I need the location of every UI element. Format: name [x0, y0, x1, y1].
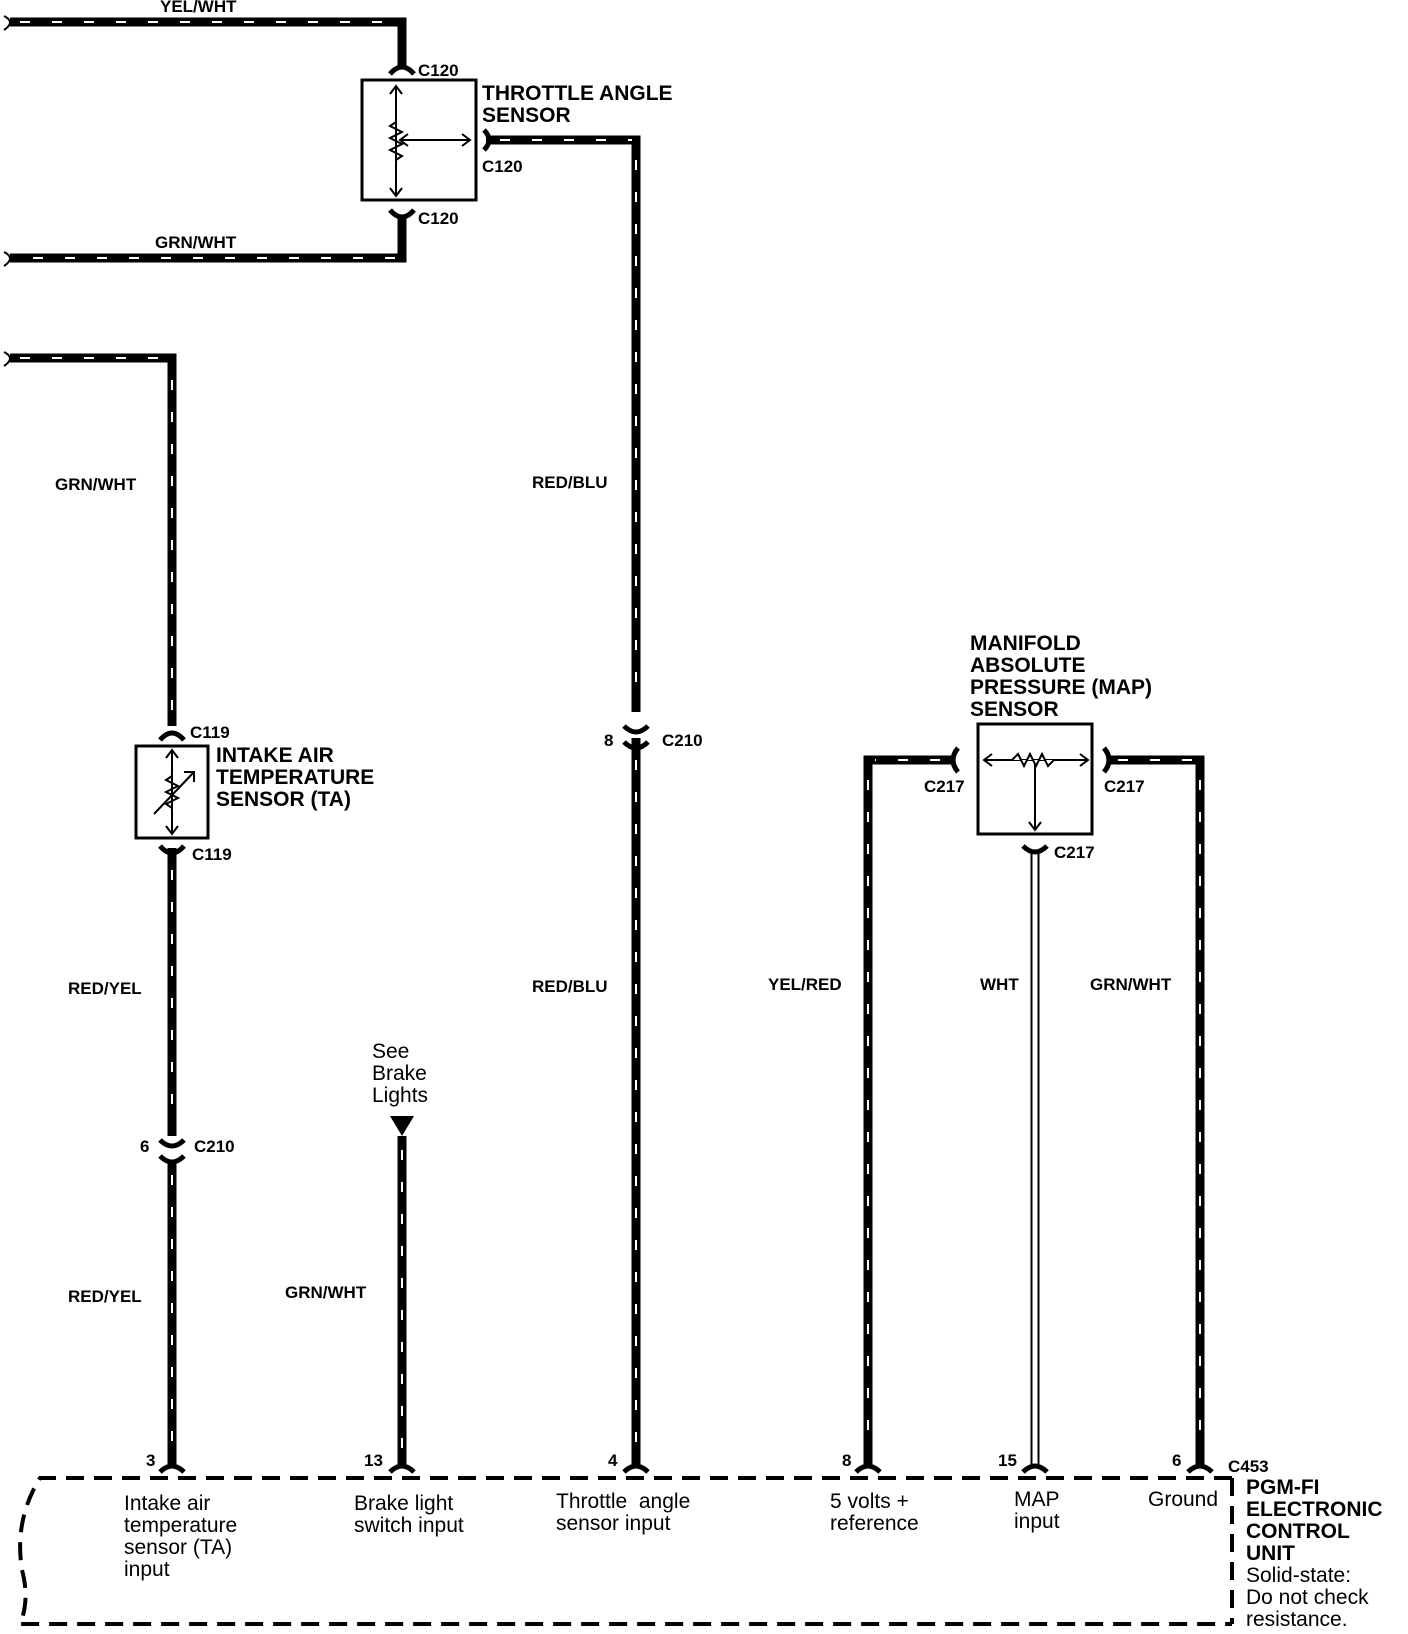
label-yel-red: YEL/RED — [768, 975, 842, 994]
pin-ground: 6 — [1172, 1451, 1181, 1470]
label-red-yel-upper: RED/YEL — [68, 979, 142, 998]
label-c120-right: C120 — [482, 157, 523, 176]
ecu-input-intake: Intake air temperature sensor (TA) input — [124, 1492, 243, 1581]
label-c119-top: C119 — [190, 723, 230, 742]
wire-grn-wht-left — [3, 351, 177, 726]
pin-brake: 13 — [364, 1451, 383, 1470]
label-red-blu-upper: RED/BLU — [532, 473, 608, 492]
map-sensor-title: MANIFOLD ABSOLUTE PRESSURE (MAP) SENSOR — [970, 632, 1158, 721]
wire-yel-wht-top — [3, 15, 407, 68]
brake-reference: See Brake Lights — [372, 1040, 433, 1107]
pin-intake: 3 — [146, 1451, 155, 1470]
label-c453: C453 — [1228, 1457, 1269, 1476]
wire-yel-red-ref — [863, 755, 952, 1464]
pin-c210-left: 6 — [140, 1137, 149, 1156]
wire-red-blu-throttle — [486, 135, 641, 712]
pin-throttle: 4 — [608, 1451, 618, 1470]
intake-air-temperature-sensor — [134, 744, 210, 840]
label-c120-bottom: C120 — [418, 209, 459, 228]
intake-sensor-title: INTAKE AIR TEMPERATURE SENSOR (TA) — [216, 744, 380, 811]
label-red-yel-lower: RED/YEL — [68, 1287, 142, 1306]
ecu-boundary — [17, 1476, 1234, 1626]
throttle-angle-sensor — [360, 78, 478, 202]
label-grn-wht-upper: GRN/WHT — [155, 233, 237, 252]
pin-c210-right: 8 — [604, 731, 613, 750]
wire-grn-wht-upper — [3, 218, 407, 267]
label-c120-top: C120 — [418, 61, 459, 80]
map-sensor — [976, 722, 1094, 836]
label-c217-left: C217 — [924, 777, 965, 796]
label-c210-right: C210 — [662, 731, 703, 750]
label-grn-wht-left: GRN/WHT — [55, 475, 137, 494]
label-c217-right: C217 — [1104, 777, 1145, 796]
ecu-input-map: MAP input — [1014, 1488, 1065, 1533]
label-c217-bottom: C217 — [1054, 843, 1095, 862]
label-red-blu-lower: RED/BLU — [532, 977, 608, 996]
wire-grn-wht-ground — [1110, 755, 1205, 1464]
pin-map: 15 — [998, 1451, 1017, 1470]
label-grn-wht-brake: GRN/WHT — [285, 1283, 367, 1302]
label-c119-bottom: C119 — [192, 845, 232, 864]
throttle-sensor-title: THROTTLE ANGLE SENSOR — [482, 82, 678, 127]
label-grn-wht-ground: GRN/WHT — [1090, 975, 1172, 994]
label-wht: WHT — [980, 975, 1019, 994]
pin-ref: 8 — [842, 1451, 851, 1470]
connector-marks — [158, 64, 1214, 1474]
label-yel-wht: YEL/WHT — [160, 0, 237, 16]
ecu-input-throttle: Throttle angle sensor input — [556, 1490, 696, 1535]
label-c210-left: C210 — [194, 1137, 235, 1156]
ecu-input-ground: Ground — [1148, 1488, 1218, 1511]
ecu-input-ref: 5 volts + reference — [830, 1490, 919, 1535]
ecu-input-brake: Brake light switch input — [354, 1492, 464, 1537]
ecu-note: Solid-state: Do not check resistance. — [1246, 1564, 1374, 1631]
ecu-name: PGM-FI ELECTRONIC CONTROL UNIT — [1246, 1476, 1388, 1565]
